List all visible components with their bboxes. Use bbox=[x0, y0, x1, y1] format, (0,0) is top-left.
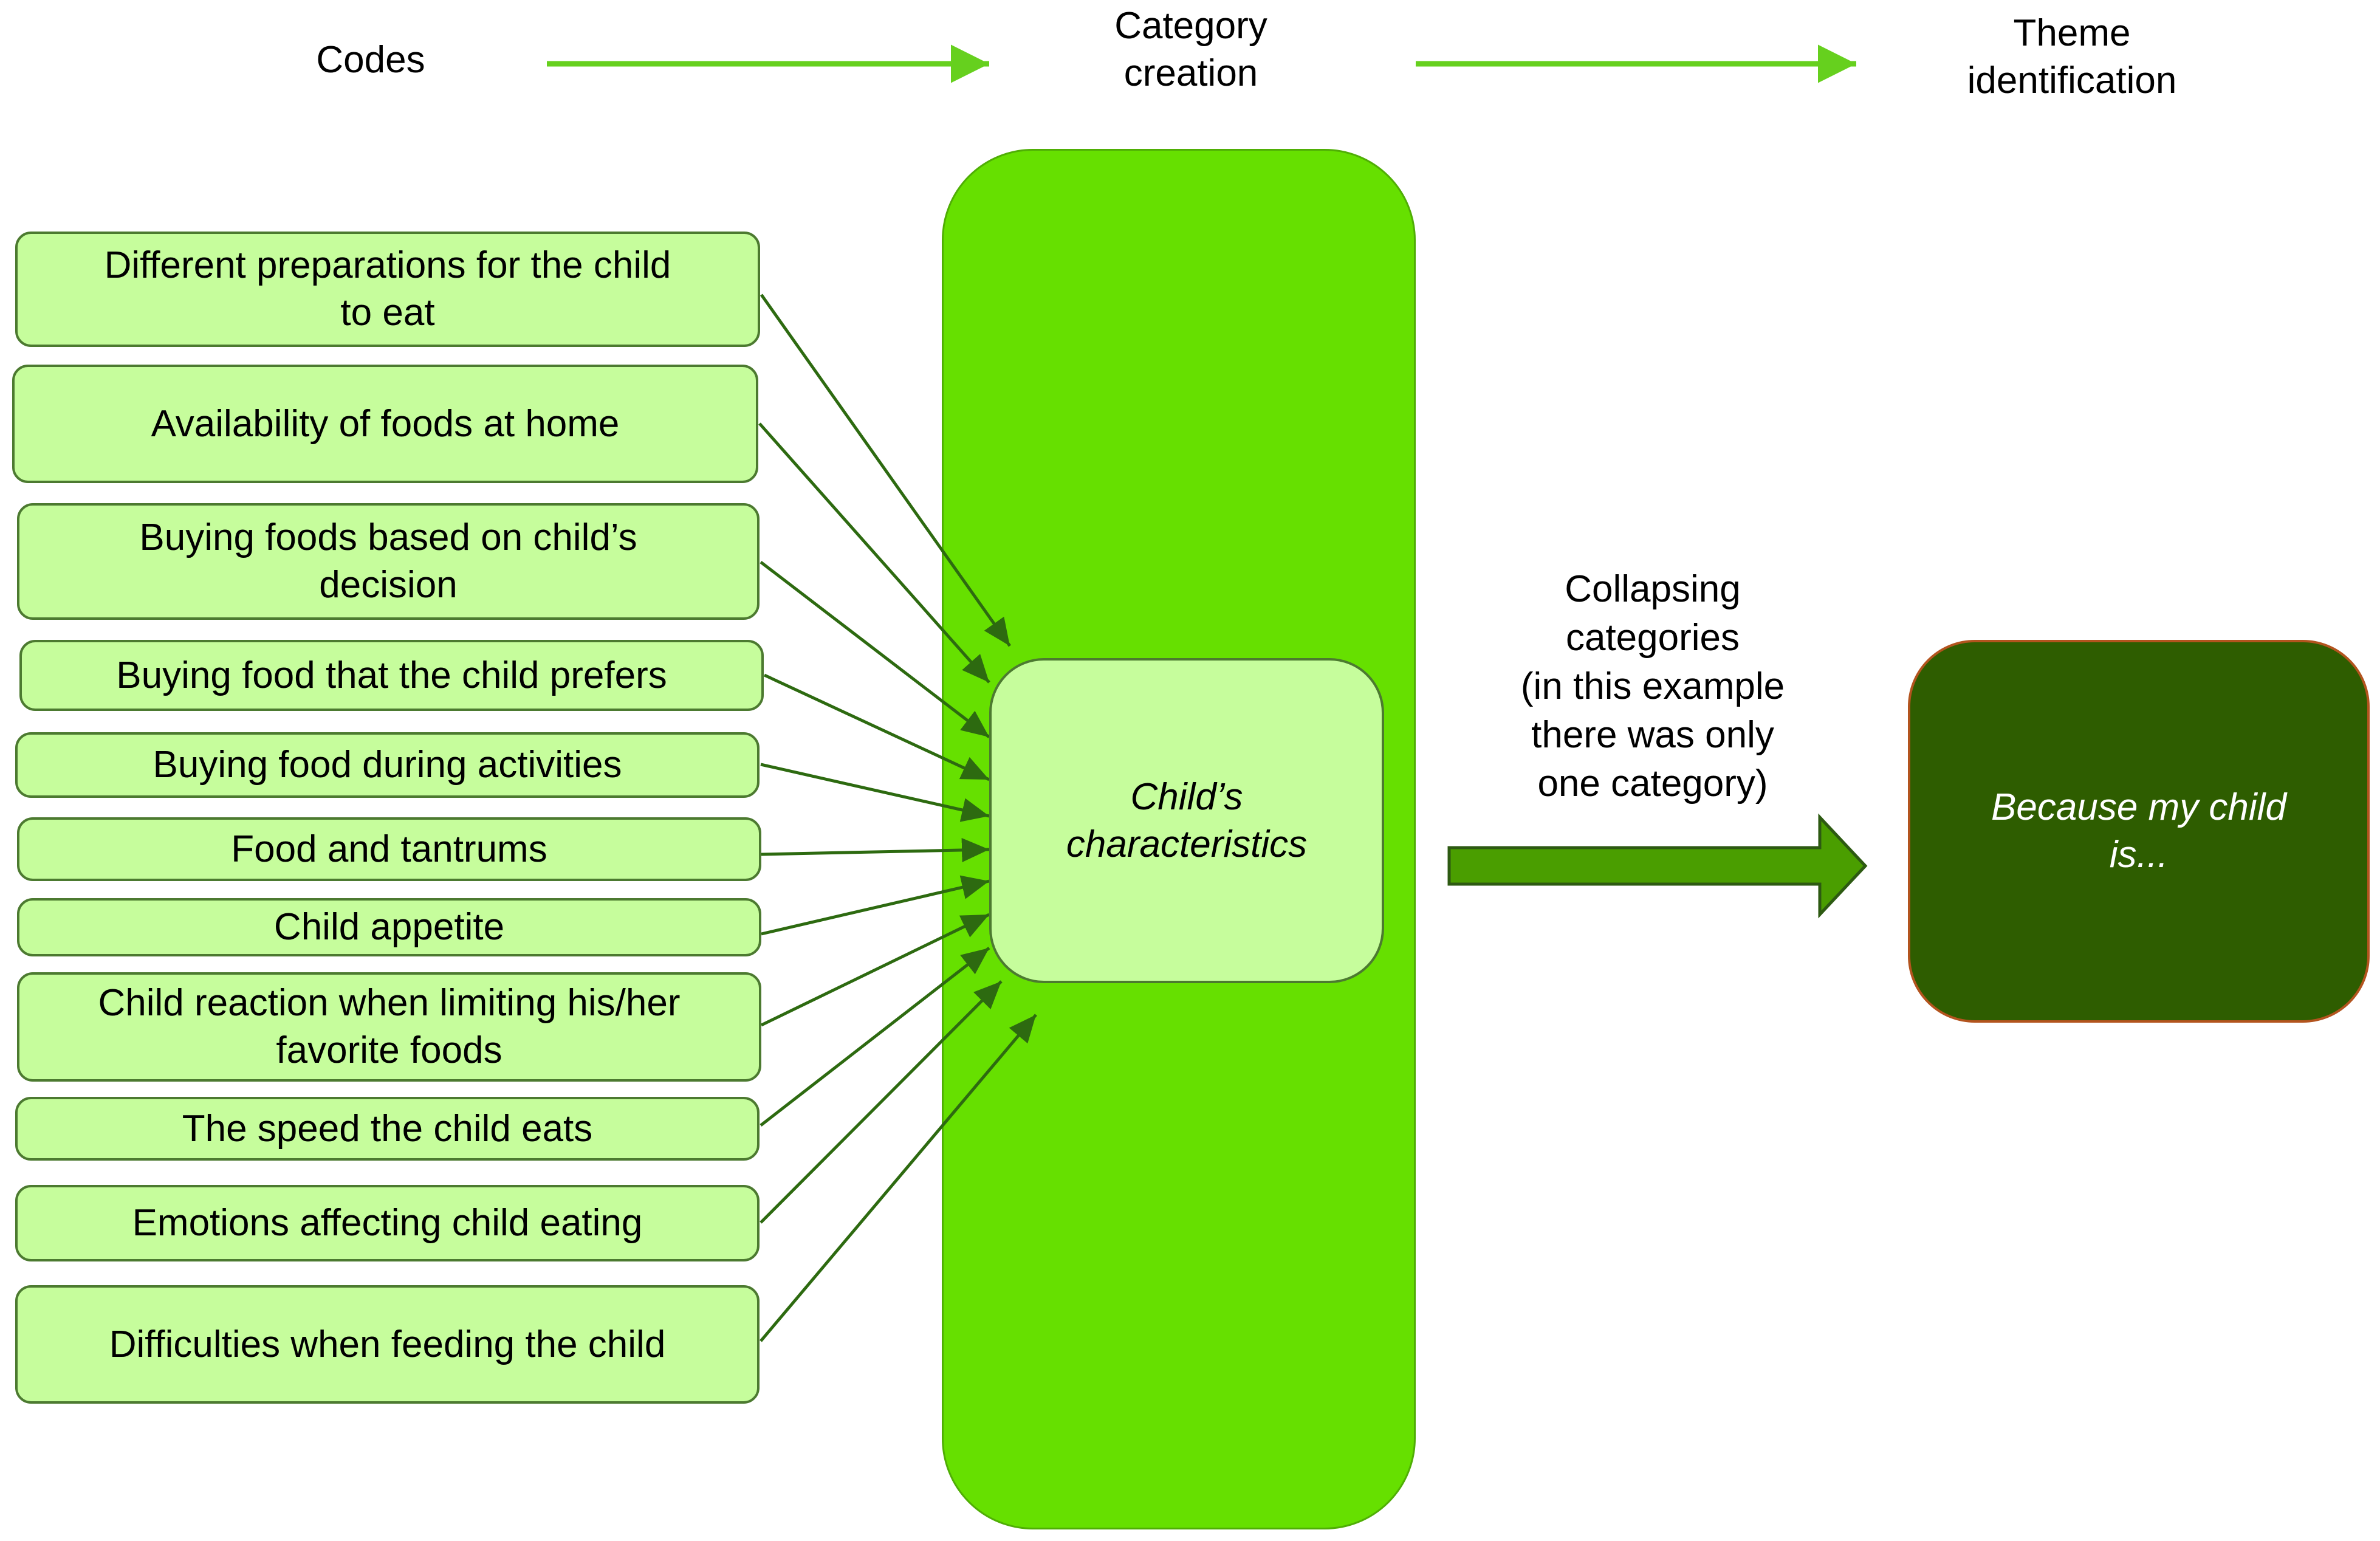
category-box-child-characteristics: Child’s characteristics bbox=[989, 658, 1384, 983]
code-box-during-activities: Buying food during activities bbox=[15, 732, 760, 798]
connector-arrow-6 bbox=[761, 837, 990, 862]
code-box-buying-decision: Buying foods based on child’s decision bbox=[17, 503, 760, 620]
code-box-feeding-difficulties: Difficulties when feeding the child bbox=[15, 1285, 760, 1404]
connector-arrow-10 bbox=[760, 980, 1003, 1224]
header-theme-identification: Theme identification bbox=[1967, 12, 2177, 101]
code-connectors bbox=[758, 293, 1037, 1342]
connector-arrow-2 bbox=[758, 422, 990, 684]
connector-arrow-3 bbox=[760, 561, 990, 738]
connector-arrow-8 bbox=[760, 913, 990, 1027]
code-box-eating-speed: The speed the child eats bbox=[15, 1097, 760, 1161]
collapse-arrow bbox=[1447, 813, 1868, 919]
collapse-label: Collapsing categories (in this example t… bbox=[1520, 568, 1785, 805]
connector-arrow-1 bbox=[760, 293, 1012, 647]
connector-arrow-5 bbox=[760, 763, 990, 822]
connector-arrow-9 bbox=[760, 947, 990, 1127]
code-box-child-prefers: Buying food that the child prefers bbox=[19, 640, 764, 711]
code-box-limiting-favorites: Child reaction when limiting his/her fav… bbox=[17, 972, 761, 1082]
code-box-emotions: Emotions affecting child eating bbox=[15, 1185, 760, 1261]
code-box-preparations: Different preparations for the child to … bbox=[15, 232, 760, 347]
header-category-creation: Category creation bbox=[1114, 5, 1267, 94]
code-box-availability: Availability of foods at home bbox=[12, 365, 758, 483]
connector-arrow-11 bbox=[760, 1014, 1037, 1342]
connector-arrow-4 bbox=[763, 673, 990, 781]
code-box-appetite: Child appetite bbox=[17, 898, 761, 956]
header-codes: Codes bbox=[316, 39, 425, 81]
connector-arrow-7 bbox=[761, 875, 990, 936]
theme-box-because-my-child: Because my child is... bbox=[1908, 640, 2370, 1023]
code-box-tantrums: Food and tantrums bbox=[17, 817, 761, 881]
